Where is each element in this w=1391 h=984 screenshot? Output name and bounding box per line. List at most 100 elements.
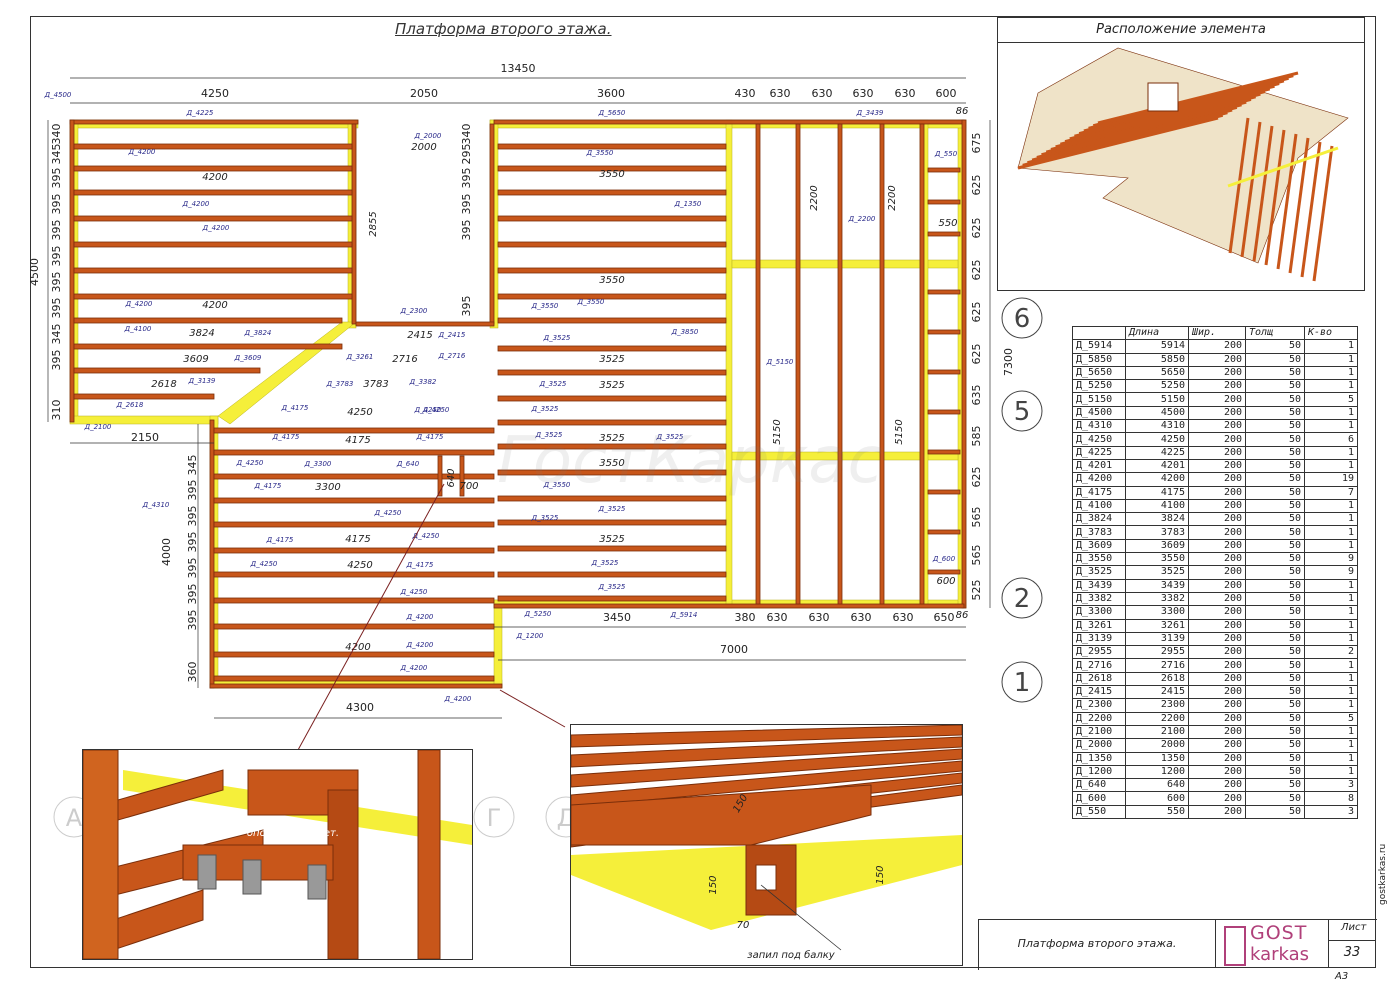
beam-tag-50: Д_3550 — [543, 481, 571, 489]
joist-middle-7 — [497, 317, 727, 324]
spec-cell: Д_2716 — [1072, 658, 1126, 673]
spec-cell: 2100 — [1125, 724, 1189, 740]
inner-label-l4200c: 4200 — [345, 642, 370, 653]
spec-cell: 200 — [1188, 658, 1246, 673]
spec-cell: 200 — [1188, 472, 1246, 487]
beam-tag-47: Д_3525 — [531, 405, 559, 413]
inner-label-l86a: 86 — [956, 106, 969, 117]
logo-top-text: GOST — [1250, 922, 1308, 944]
inner-label-l3550c: 3550 — [599, 458, 624, 469]
rim-top-right — [493, 119, 965, 125]
spec-cell: 600 — [1125, 791, 1189, 806]
spec-cell: 1 — [1304, 339, 1358, 354]
beam-tag-26: Д_640 — [396, 460, 420, 468]
joist-middle-16 — [497, 545, 727, 552]
spec-cell: 50 — [1245, 645, 1305, 660]
spec-cell: Д_3261 — [1072, 618, 1126, 633]
spec-cell: 4200 — [1125, 472, 1189, 487]
detail-right-dim-3: 70 — [737, 920, 750, 931]
spec-cell: 200 — [1188, 419, 1246, 434]
beam-tag-34: Д_4250 — [400, 588, 428, 596]
spec-cell: 50 — [1245, 791, 1305, 806]
sheet-number: 33 — [1329, 940, 1375, 960]
bottom-axis-label-0: А — [66, 804, 83, 832]
spec-cell: Д_3609 — [1072, 538, 1126, 554]
location-vjoist-4 — [1276, 133, 1298, 270]
dim-left-upper-seg-0: 340 — [50, 124, 63, 145]
spec-cell: 1 — [1304, 738, 1358, 753]
spec-cell: 200 — [1188, 352, 1246, 367]
house-icon — [1224, 926, 1246, 966]
spec-cell: 2000 — [1125, 738, 1189, 753]
dim-right-text-3: 625 — [970, 260, 983, 281]
blocking-right-0 — [927, 167, 961, 173]
beam-tag-25: Д_3300 — [304, 460, 332, 468]
beam-tag-13: Д_2300 — [400, 307, 428, 315]
beam-tag-60: Д_5150 — [766, 358, 794, 366]
spec-header-4: К-во — [1304, 325, 1358, 341]
spec-cell: 200 — [1188, 552, 1246, 567]
rim-top-left — [69, 119, 359, 125]
inner-label-l4175b: 4175 — [345, 534, 370, 545]
joist-upper-left-3 — [73, 215, 353, 222]
spec-cell: 200 — [1188, 591, 1246, 607]
spec-cell: 200 — [1188, 538, 1246, 554]
dim-left-lower-seg-6: 395 — [186, 610, 199, 631]
spec-cell: Д_3550 — [1072, 552, 1126, 567]
sheet-label: Лист — [1341, 922, 1367, 933]
joist-upper-left-7 — [73, 317, 343, 324]
spec-cell: 1 — [1304, 578, 1358, 593]
inner-label-l86b: 86 — [956, 610, 969, 621]
spec-header-0 — [1072, 325, 1126, 341]
opening-trimmer-right — [459, 455, 465, 497]
metal-bracket-2 — [307, 864, 327, 900]
detail-right-notch — [755, 864, 777, 891]
detail-right-joist-1 — [571, 736, 962, 768]
spec-cell: Д_4100 — [1072, 498, 1126, 514]
beam-tag-35: Д_4200 — [406, 613, 434, 621]
insulation-bottom-step — [493, 599, 503, 687]
joist-middle-17 — [497, 571, 727, 578]
spec-cell: 200 — [1188, 618, 1246, 633]
spec-cell: 50 — [1245, 698, 1305, 713]
spec-cell: 4500 — [1125, 405, 1189, 421]
dim-left-lower-seg-7: 360 — [186, 662, 199, 683]
insulation-mid-col — [725, 119, 733, 609]
spec-cell: 3300 — [1125, 605, 1189, 620]
joist-middle-12 — [497, 443, 727, 450]
spec-cell: 1 — [1304, 605, 1358, 620]
spec-cell: 50 — [1245, 472, 1305, 487]
beam-tag-31: Д_4250 — [412, 532, 440, 540]
dim-left-small-text: 2150 — [131, 431, 159, 444]
spec-cell: 1 — [1304, 698, 1358, 713]
dim-right-text-2: 625 — [970, 218, 983, 239]
spec-cell: 50 — [1245, 365, 1305, 381]
metal-bracket-0 — [197, 854, 217, 890]
inner-label-l2200b: 2200 — [887, 185, 898, 210]
beam-tag-9: Д_3139 — [188, 377, 216, 385]
spec-cell: 6 — [1304, 432, 1358, 447]
spec-cell: 550 — [1125, 804, 1189, 819]
spec-cell: 3139 — [1125, 631, 1189, 647]
spec-cell: 19 — [1304, 472, 1358, 487]
inner-label-l550: 550 — [938, 218, 957, 229]
beam-tag-1: Д_4225 — [186, 109, 214, 117]
dim-top-text-8: 600 — [936, 87, 957, 100]
spec-cell: 4100 — [1125, 498, 1189, 514]
spec-cell: 1 — [1304, 671, 1358, 687]
spec-cell: 200 — [1188, 804, 1246, 819]
joist-lower-left-5 — [213, 547, 495, 554]
spec-cell: Д_2415 — [1072, 685, 1126, 700]
dim-top-text-7: 630 — [895, 87, 916, 100]
spec-cell: Д_4500 — [1072, 405, 1126, 421]
dim-mid-seg-1: 295 — [460, 144, 473, 165]
spec-cell: Д_3382 — [1072, 591, 1126, 607]
rim-bottom-right — [493, 603, 965, 609]
dim-right-text-0: 675 — [970, 133, 983, 154]
